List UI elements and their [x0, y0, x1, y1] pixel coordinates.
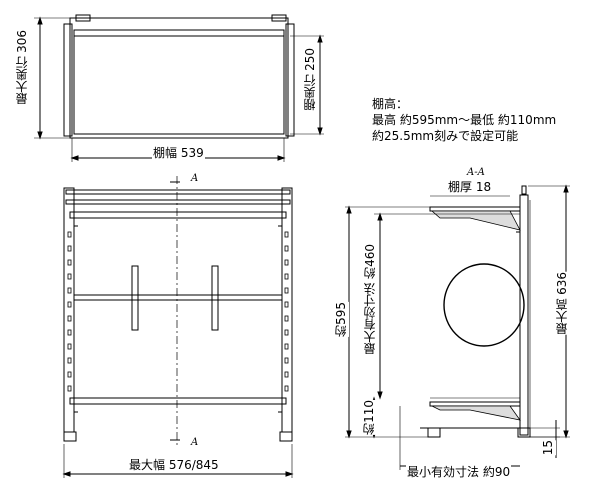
section-mark-bottom: A	[191, 437, 199, 448]
front-view	[62, 176, 294, 478]
low-height-label: 約110	[361, 400, 377, 435]
total-height-label: 約595	[333, 302, 349, 337]
max-height-label: 最大高 636	[554, 272, 570, 335]
top-view	[34, 14, 324, 162]
foot-height-label: 15	[540, 440, 556, 456]
max-width-label: 最大幅 576/845	[128, 458, 220, 472]
side-section-view	[345, 184, 570, 470]
shelf-depth-label: 棚奥行 250	[302, 48, 318, 111]
max-effective-height-dimension	[374, 212, 430, 400]
notes-line-2: 約25.5mm刻みで設定可能	[372, 129, 519, 143]
foot-height-dimension	[530, 420, 560, 458]
section-mark-top: A	[191, 173, 199, 184]
max-depth-label: 最大奥行 306	[14, 30, 30, 105]
shelf-thickness-label: 棚厚 18	[447, 180, 493, 194]
post-holes	[67, 231, 289, 392]
notes-line-1: 最高 約595mm～最低 約110mm	[372, 113, 557, 127]
max-width-dimension	[62, 444, 294, 478]
shelf-width-label: 棚幅 539	[152, 146, 205, 160]
notes-title: 棚高：	[372, 97, 409, 111]
total-shelf-height-dimension	[345, 205, 432, 439]
shelf-height-notes: 棚高： 最高 約595mm～最低 約110mm 約25.5mm刻みで設定可能	[372, 96, 556, 144]
max-depth-dimension	[34, 16, 70, 140]
section-title: A-A	[467, 167, 485, 178]
shelf-depth-dimension	[290, 34, 324, 136]
hoop-outline	[443, 263, 525, 347]
max-effective-height-label: 最大有効寸法 約460	[362, 244, 378, 355]
min-effective-height-label: 最小有効寸法 約90	[406, 465, 512, 479]
